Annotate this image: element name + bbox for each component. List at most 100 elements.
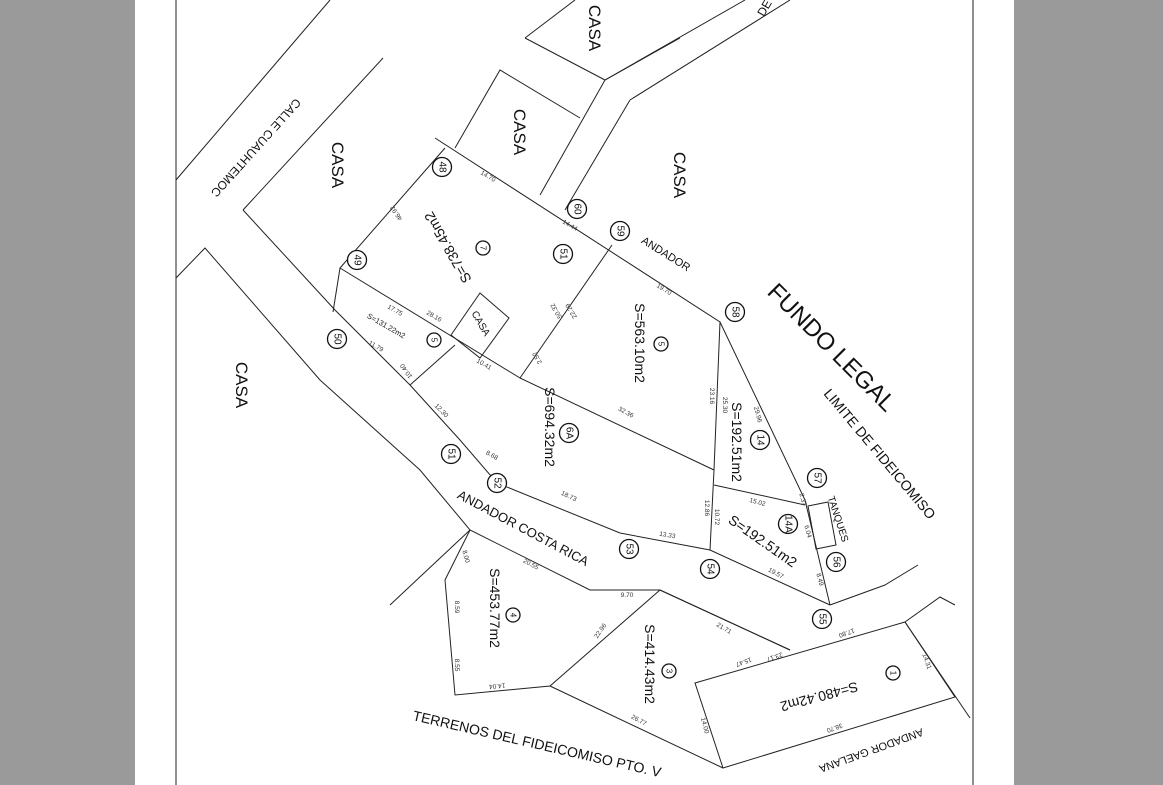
lot-marker: 59	[609, 220, 631, 242]
lot-marker-label: 14A	[783, 515, 794, 533]
lot-marker: 4	[505, 607, 521, 623]
dimension-label: 9.70	[621, 592, 634, 599]
dimension-label: 6.04	[802, 525, 812, 539]
label-casa-small: CASA	[469, 309, 492, 338]
label-casa: CASA	[585, 5, 604, 52]
lot-marker: 60	[566, 198, 588, 220]
dimension-label: 14.44	[561, 219, 579, 233]
lot-marker-label: 50	[332, 333, 343, 345]
lot-marker: 1	[885, 665, 901, 681]
lot-marker: 51	[440, 443, 462, 465]
lot-marker: 50	[326, 328, 348, 350]
dimension-label: 8.59	[453, 601, 460, 614]
lot-marker-label: 48	[437, 161, 448, 173]
dimension-label: 8.68	[485, 450, 500, 463]
lot-marker-label: 7	[479, 246, 488, 251]
dimension-label: 22.29	[564, 302, 578, 320]
dimension-label: 19.57	[767, 567, 785, 581]
lot-marker-label: 49	[352, 254, 363, 266]
lot-marker: 57	[806, 467, 828, 489]
dimension-label: 18.73	[560, 490, 578, 503]
area-lot-4: S=453.77m2	[487, 568, 503, 648]
lot-marker: 53	[618, 538, 640, 560]
dimension-label: 11.79	[367, 340, 385, 354]
lot-marker-label: 14	[755, 434, 766, 446]
area-lot-7: S=738.45m2	[421, 209, 475, 286]
dimension-label: 2.37	[797, 493, 807, 507]
lot-marker: 48	[431, 156, 453, 178]
lot-marker: 54	[699, 558, 721, 580]
label-terrenos: TERRENOS DEL FIDEICOMISO PTO. V	[411, 707, 663, 780]
lot-marker-label: 59	[615, 225, 626, 237]
dimension-label: 10.72	[713, 509, 720, 526]
lot-marker-label: 55	[817, 613, 828, 625]
lot-marker: 6A	[558, 422, 580, 444]
dimension-label: 14.04	[488, 681, 505, 689]
lot-marker: 5	[653, 336, 669, 352]
lot-marker-label: 52	[492, 477, 503, 489]
lot-marker: 5	[426, 332, 442, 348]
area-lot-6a: S=694.32m2	[542, 387, 558, 467]
dimension-label: 14.70	[479, 170, 497, 184]
label-casa: CASA	[510, 109, 529, 156]
lot-marker: 58	[724, 301, 746, 323]
lot-marker: 14	[749, 429, 771, 451]
dimension-label: 21.71	[715, 622, 733, 636]
dimension-label: 23.16	[708, 388, 715, 405]
dimension-label: 8.49	[814, 573, 824, 587]
document-page	[135, 0, 1014, 785]
dimension-label: 8.55	[453, 659, 460, 672]
boundary-lines	[175, 0, 971, 769]
lot-marker: 3	[661, 663, 677, 679]
dimension-label: 2.52	[531, 350, 544, 365]
dimension-label: 14.00	[699, 717, 710, 735]
label-casa: CASA	[328, 142, 347, 189]
label-casa: CASA	[670, 152, 689, 199]
dimension-label: 19.70	[655, 282, 673, 297]
lot-marker: 49	[346, 249, 368, 271]
area-lot-5: S=563.10m2	[632, 303, 648, 383]
area-lot-3: S=414.43m2	[642, 624, 658, 704]
dimension-label: 15.47	[734, 655, 752, 667]
lot-marker-label: 51	[446, 448, 457, 460]
lot-marker-label: 1	[889, 671, 898, 676]
lot-marker-label: 57	[812, 472, 823, 484]
lot-marker-label: 6A	[564, 427, 575, 440]
lot-marker-label: 4	[509, 613, 518, 618]
label-casa: CASA	[232, 362, 251, 409]
lot-marker-label: 3	[665, 669, 674, 674]
dimension-label: 12.86	[703, 500, 710, 517]
dimension-label: 29.96	[752, 406, 763, 424]
lot-marker-label: 58	[730, 306, 741, 318]
area-lot-1: S=480.42m2	[778, 679, 859, 715]
dimension-label: 20.55	[522, 558, 540, 572]
lot-marker-label: 60	[572, 203, 583, 215]
lot-marker-label: 54	[705, 563, 716, 575]
dimension-label: 12.30	[433, 403, 450, 420]
lot-marker: 7	[475, 240, 491, 256]
dimension-label: 23.17	[765, 650, 783, 662]
lot-marker-label: 5	[430, 338, 439, 343]
label-andador: ANDADOR	[639, 235, 692, 274]
label-calle-cuauhtemoc: CALLE CUAUHTEMOC	[208, 96, 304, 200]
lot-marker: 52	[486, 472, 508, 494]
label-tanques: TANQUES	[825, 495, 850, 544]
dimension-label: 50.32	[549, 302, 563, 320]
lot-marker: 14A	[777, 513, 799, 535]
area-lot-14: S=192.51m2	[729, 402, 745, 482]
lot-marker-label: 5	[657, 342, 666, 347]
dimension-label: 13.33	[659, 531, 677, 541]
dimension-label: 8.00	[460, 550, 470, 564]
lot-marker: 56	[825, 551, 847, 573]
lot-marker-label: 53	[624, 543, 635, 555]
lot-marker-label: 51	[558, 248, 569, 260]
dimension-label: 46.92	[389, 204, 404, 222]
dimension-label: 15.02	[749, 497, 767, 508]
dimension-label: 14.31	[920, 653, 932, 671]
dimension-label: 32.36	[617, 406, 635, 420]
lot-marker: 55	[811, 608, 833, 630]
label-street-de: DE	[754, 0, 774, 19]
lot-marker: 51	[552, 243, 574, 265]
dimension-label: 25.30	[721, 397, 728, 414]
